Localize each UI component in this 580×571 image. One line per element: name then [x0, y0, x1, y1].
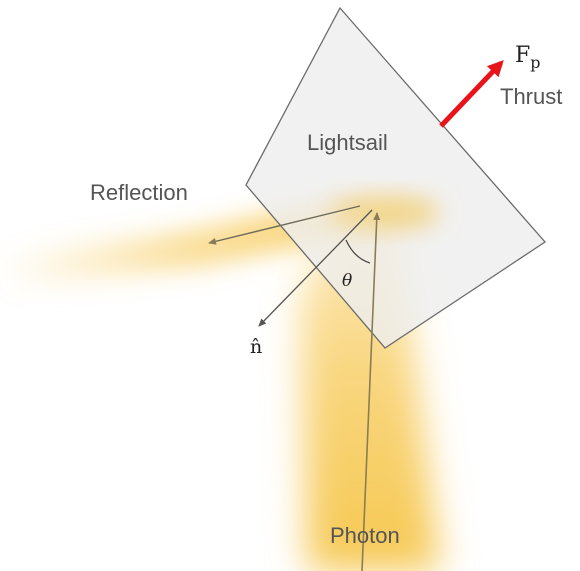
red-arrow-icon: [439, 60, 504, 128]
lightsail-panel: [245, 6, 546, 349]
normal-label: n̂: [250, 336, 262, 358]
normal-vector-arrow-icon: [258, 209, 373, 327]
force-label: Fp: [515, 43, 541, 72]
photon-ray-arrow: [361, 212, 381, 571]
beam-hotspot: [330, 196, 440, 228]
lightsail-label: Lightsail: [307, 130, 388, 155]
reflected-ray-arrow: [208, 205, 361, 245]
reflection-label: Reflection: [90, 180, 188, 205]
force-symbol: F: [515, 43, 530, 68]
thrust-label: Thrust: [500, 84, 562, 109]
force-subscript: p: [530, 53, 540, 72]
photon-label: Photon: [330, 523, 400, 548]
angle-arc: [345, 239, 371, 264]
theta-label: θ: [342, 271, 352, 291]
